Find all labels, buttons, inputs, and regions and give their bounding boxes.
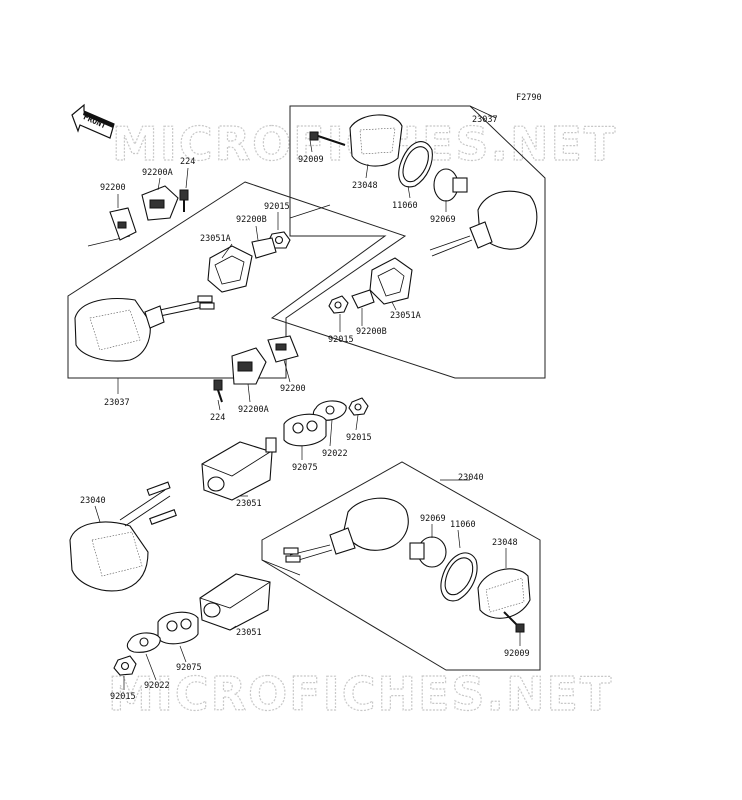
gasket-11060-top xyxy=(398,141,433,188)
signal-housing-right-bottom xyxy=(283,497,409,563)
washer-92022-bottom xyxy=(126,632,161,653)
label-23051-mid: 23051 xyxy=(236,499,262,509)
part-labels: 23037 92009 23048 11060 92069 23051A 920… xyxy=(80,115,530,702)
gasket-11060-bottom xyxy=(440,552,478,602)
leader-lines xyxy=(94,105,521,690)
frame-upper-right xyxy=(270,105,546,379)
plate-92200-left xyxy=(109,207,137,241)
label-92069-top: 92069 xyxy=(430,215,456,225)
label-92069-bottom: 92069 xyxy=(420,514,446,524)
label-92200-left: 92200 xyxy=(100,183,126,193)
frame-bottom-right xyxy=(261,461,541,671)
label-224-mid: 224 xyxy=(210,413,225,423)
label-23040-right: 23040 xyxy=(458,473,484,483)
label-92200B-left: 92200B xyxy=(236,215,267,225)
signal-housing-left-top xyxy=(74,298,165,362)
label-92015-left: 92015 xyxy=(264,202,290,212)
stay-23051-bottom xyxy=(199,573,271,631)
label-23048-top: 23048 xyxy=(352,181,378,191)
label-92009-bottom: 92009 xyxy=(504,649,530,659)
boot-23051A-right xyxy=(369,257,413,305)
label-23051A-right: 23051A xyxy=(390,311,421,321)
bolt-224-top xyxy=(179,189,189,212)
figure-code: F2790 xyxy=(516,93,542,103)
label-11060-top: 11060 xyxy=(392,201,418,211)
bulb-92069-bottom xyxy=(409,536,447,568)
label-92009-top: 92009 xyxy=(298,155,324,165)
label-92200A-top: 92200A xyxy=(142,168,173,178)
lens-23048-top xyxy=(349,114,403,167)
label-23051-bottom: 23051 xyxy=(236,628,262,638)
nut-92015-right xyxy=(328,295,349,314)
nut-92015-bottom xyxy=(113,655,137,676)
watermark-bottom: MICROFICHES.NET xyxy=(108,667,613,721)
label-92075-bottom: 92075 xyxy=(176,663,202,673)
label-92015-bottom: 92015 xyxy=(110,692,136,702)
frame-upper-left xyxy=(67,181,407,379)
lens-23048-bottom xyxy=(477,568,531,619)
bolt-224-mid xyxy=(213,379,223,403)
front-arrow-icon: FRONT xyxy=(71,103,115,139)
label-92015-mid: 92015 xyxy=(346,433,372,443)
grommet-92075-mid xyxy=(283,413,327,447)
bracket-92200A-mid xyxy=(231,347,267,385)
label-23037-top: 23037 xyxy=(472,115,498,125)
label-92200-mid: 92200 xyxy=(280,384,306,394)
bulb-92069-top xyxy=(433,168,468,202)
label-23037-left: 23037 xyxy=(104,398,130,408)
signal-housing-right-top xyxy=(429,190,538,257)
grommet-92075-bottom xyxy=(157,611,199,645)
bracket-92200A-top xyxy=(141,185,179,221)
label-92075-mid: 92075 xyxy=(292,463,318,473)
boot-23051A-left xyxy=(207,245,253,293)
plate-92200B-left xyxy=(251,237,277,259)
label-224-top: 224 xyxy=(180,157,195,167)
washer-92022-mid xyxy=(312,400,347,421)
plate-92200-mid xyxy=(267,335,299,363)
label-92200B-right: 92200B xyxy=(356,327,387,337)
nut-92015-mid xyxy=(348,397,369,416)
label-23048-bottom: 23048 xyxy=(492,538,518,548)
label-92015-right: 92015 xyxy=(328,335,354,345)
label-23040-left: 23040 xyxy=(80,496,106,506)
plate-92200B-right xyxy=(351,289,375,309)
label-92022-mid: 92022 xyxy=(322,449,348,459)
label-92200A-mid: 92200A xyxy=(238,405,269,415)
stay-23051-mid xyxy=(201,437,277,501)
screw-92009-top xyxy=(309,131,346,146)
wires-left xyxy=(159,295,215,317)
label-92022-bottom: 92022 xyxy=(144,681,170,691)
signal-housing-left-bottom xyxy=(69,481,177,592)
label-11060-bottom: 11060 xyxy=(450,520,476,530)
label-23051A-left: 23051A xyxy=(200,234,231,244)
